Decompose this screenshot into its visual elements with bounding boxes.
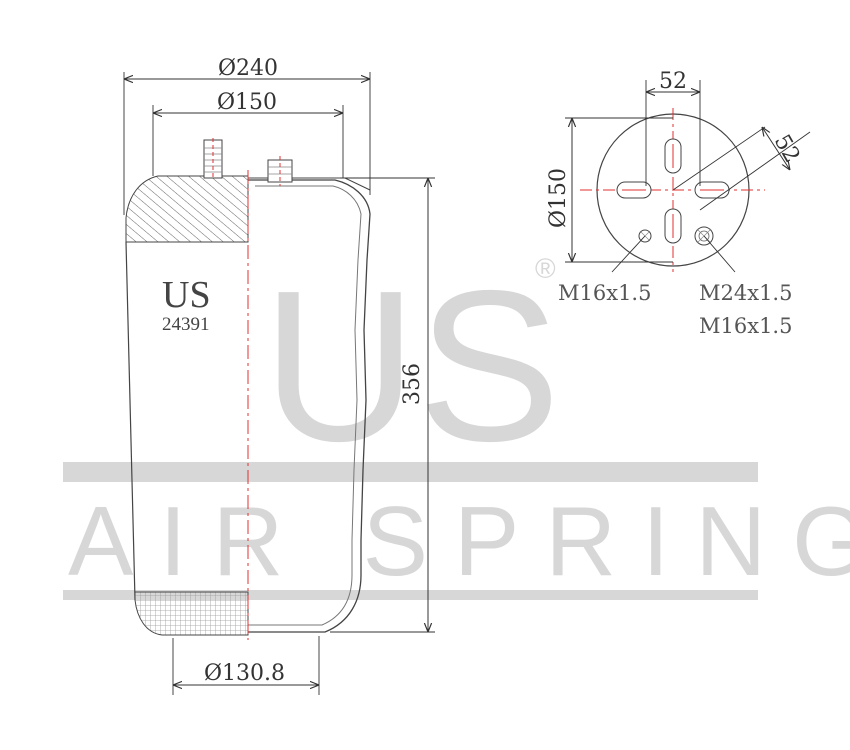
dim-hole-spacing-horizontal: 52 [659, 69, 687, 94]
dim-height: 356 [400, 363, 425, 405]
diagonal-reference [672, 126, 766, 191]
watermark: US ® AIR SPRING [63, 245, 850, 600]
top-cap-section [125, 175, 249, 243]
side-view: US 24391 [125, 138, 371, 640]
dim-line-diagonal [762, 127, 790, 170]
body-outline-right [248, 179, 371, 633]
brand-label: US [162, 274, 211, 316]
dim-hole-spacing-diagonal: 52 [769, 131, 805, 168]
dim-plate-diameter: Ø150 [217, 90, 277, 115]
leader-left [611, 235, 646, 273]
thread-label-left: M16x1.5 [558, 281, 651, 305]
side-dimensions: Ø240 Ø150 356 Ø130.8 [123, 56, 435, 695]
watermark-bar-top [63, 462, 758, 482]
thread-label-right-1: M24x1.5 [699, 281, 792, 305]
registered-mark: ® [535, 253, 556, 284]
top-view: 52 52 Ø150 M16x1.5 M24x1.5 M16x1.5 [546, 69, 811, 338]
leader-right [703, 235, 736, 273]
part-number: 24391 [162, 314, 210, 335]
dim-top-diameter: Ø240 [218, 56, 278, 81]
body-outline-left [125, 241, 136, 601]
body-inner-wall [248, 185, 362, 626]
watermark-logo: US [262, 245, 561, 486]
thread-label-right-2: M16x1.5 [699, 314, 792, 338]
watermark-bar-bottom [63, 590, 758, 600]
dim-top-plate-diameter: Ø150 [546, 168, 571, 228]
piston-section [134, 591, 249, 636]
watermark-tagline: AIR SPRING [68, 486, 850, 596]
dim-base-diameter: Ø130.8 [204, 661, 285, 686]
